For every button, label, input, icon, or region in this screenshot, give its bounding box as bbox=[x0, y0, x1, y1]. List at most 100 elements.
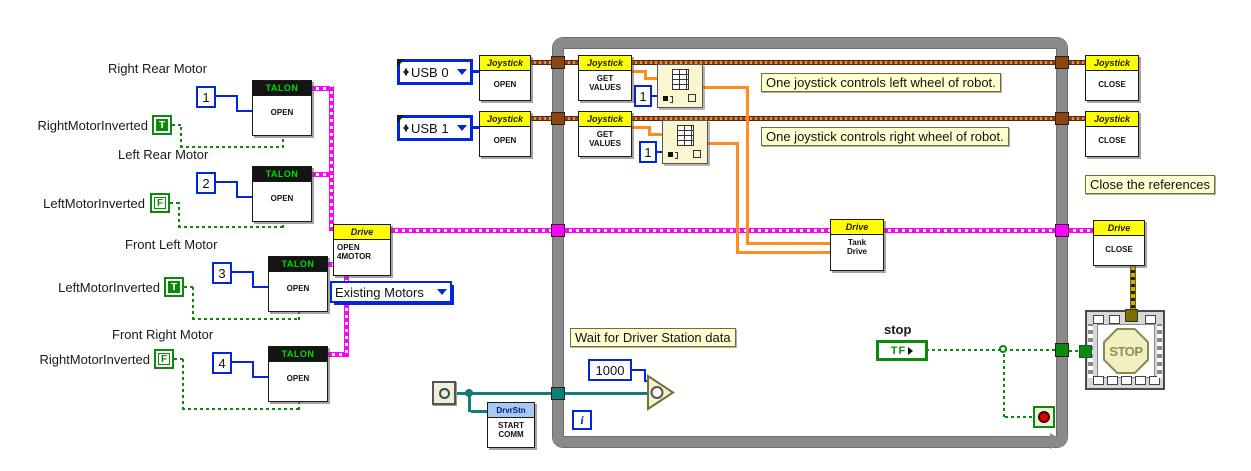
boolean-wire bbox=[298, 402, 300, 410]
numeric-wire bbox=[232, 361, 254, 363]
inverted-label: RightMotorInverted bbox=[39, 352, 150, 367]
usb-ring-value: USB 0 bbox=[411, 64, 449, 80]
comment-left-wheel: One joystick controls left wheel of robo… bbox=[761, 73, 1001, 92]
motor-label: Left Rear Motor bbox=[118, 147, 209, 162]
motor-channel-constant[interactable]: 1 bbox=[196, 86, 216, 108]
drive-tank-drive-vi[interactable]: Drive Tank Drive bbox=[830, 219, 884, 271]
usb-port-ring-1[interactable]: USB 1 bbox=[397, 115, 473, 141]
boolean-constant[interactable]: F bbox=[150, 193, 170, 213]
boolean-wire bbox=[178, 226, 284, 228]
joystick-close-vi[interactable]: Joystick CLOSE bbox=[1085, 55, 1139, 101]
boolean-wire bbox=[174, 358, 184, 360]
numeric-wire bbox=[236, 196, 252, 198]
comment-close-references: Close the references bbox=[1085, 175, 1215, 194]
motor-label: Right Rear Motor bbox=[108, 61, 207, 76]
stop-boolean-control[interactable]: TF bbox=[876, 340, 928, 361]
drive-open-4motor-vi[interactable]: Drive OPEN 4MOTOR bbox=[333, 224, 391, 276]
inverted-label: RightMotorInverted bbox=[37, 118, 148, 133]
drive-vi-header: Drive bbox=[1094, 221, 1144, 236]
axis-array-wire bbox=[648, 133, 662, 136]
boolean-constant[interactable]: F bbox=[154, 349, 174, 369]
talon-vi-header: TALON bbox=[253, 81, 311, 96]
occurrence-wire bbox=[565, 392, 648, 395]
index-array-node[interactable] bbox=[662, 120, 708, 164]
driver-station-start-comm-vi[interactable]: DrvrStn START COMM bbox=[487, 402, 535, 448]
boolean-wire bbox=[282, 222, 284, 228]
talon-open-vi[interactable]: TALON OPEN bbox=[252, 80, 312, 136]
drive-refnum-wire bbox=[1069, 228, 1093, 233]
loop-condition-terminal[interactable] bbox=[1033, 406, 1055, 428]
enum-arrows-icon bbox=[403, 124, 409, 132]
joystick-get-values-vi[interactable]: Joystick GET VALUES bbox=[578, 55, 632, 101]
axis-array-wire bbox=[746, 242, 830, 245]
index-array-node[interactable] bbox=[657, 64, 703, 108]
talon-open-vi[interactable]: TALON OPEN bbox=[252, 166, 312, 222]
axis-array-wire bbox=[632, 70, 646, 73]
boolean-wire bbox=[180, 146, 284, 148]
stop-if-true-icon bbox=[1038, 411, 1050, 423]
drive-refnum-wire bbox=[312, 172, 330, 177]
drive-refnum-wire bbox=[884, 228, 1055, 233]
iteration-terminal[interactable]: i bbox=[572, 410, 592, 430]
boolean-constant[interactable]: T bbox=[152, 115, 172, 135]
stop-vi[interactable]: STOP bbox=[1079, 309, 1165, 390]
talon-open-vi[interactable]: TALON OPEN bbox=[268, 256, 328, 312]
inverted-label: LeftMotorInverted bbox=[58, 280, 160, 295]
while-loop-border[interactable] bbox=[553, 38, 1067, 447]
drive-refnum-wire bbox=[565, 228, 830, 233]
film-perforation-icon bbox=[1093, 376, 1104, 385]
motor-channel-constant[interactable]: 3 bbox=[212, 262, 232, 284]
motor-channel-constant[interactable]: 2 bbox=[196, 172, 216, 194]
occurrence-icon bbox=[438, 387, 450, 399]
boolean-wire bbox=[172, 124, 182, 126]
axis-array-wire bbox=[746, 86, 749, 245]
boolean-constant[interactable]: T bbox=[164, 277, 184, 297]
drive-close-vi[interactable]: Drive CLOSE bbox=[1093, 220, 1145, 266]
joystick-refnum-wire bbox=[632, 60, 1055, 65]
wait-on-occurrence-icon[interactable] bbox=[646, 374, 676, 412]
motor-label: Front Right Motor bbox=[112, 327, 214, 342]
wait-ms-constant[interactable]: 1000 bbox=[588, 359, 632, 381]
usb-port-ring-0[interactable]: USB 0 bbox=[397, 59, 473, 85]
joystick-vi-header: Joystick bbox=[480, 56, 530, 71]
ring-corner-icon bbox=[397, 59, 405, 67]
numeric-wire bbox=[216, 95, 238, 97]
occurrence-wire bbox=[468, 394, 471, 412]
drive-refnum-wire bbox=[329, 86, 334, 231]
tunnel-stop-out bbox=[1055, 343, 1069, 357]
joystick-refnum-wire bbox=[531, 116, 551, 121]
numeric-wire bbox=[657, 151, 662, 153]
chevron-down-icon bbox=[457, 125, 467, 131]
film-edge-icon bbox=[1157, 324, 1162, 378]
axis-array-wire bbox=[736, 251, 830, 254]
index-constant[interactable]: 1 bbox=[639, 141, 657, 163]
motor-channel-constant[interactable]: 4 bbox=[212, 352, 232, 374]
joystick-vi-header: Joystick bbox=[1086, 112, 1138, 127]
numeric-wire bbox=[252, 286, 268, 288]
joystick-close-vi[interactable]: Joystick CLOSE bbox=[1085, 111, 1139, 157]
joystick-get-values-vi[interactable]: Joystick GET VALUES bbox=[578, 111, 632, 157]
motor-label: Front Left Motor bbox=[125, 237, 218, 252]
joystick-vi-header: Joystick bbox=[1086, 56, 1138, 71]
stop-sign-icon: STOP bbox=[1103, 328, 1149, 374]
joystick-open-vi[interactable]: Joystick OPEN bbox=[479, 55, 531, 101]
motor-config-ring[interactable]: Existing Motors bbox=[330, 281, 452, 303]
tunnel-drive-out bbox=[1055, 224, 1069, 237]
joystick-refnum-wire bbox=[531, 60, 551, 65]
talon-vi-header: TALON bbox=[253, 167, 311, 182]
index-constant[interactable]: 1 bbox=[634, 85, 652, 107]
tunnel-occurrence bbox=[551, 387, 565, 400]
talon-open-vi[interactable]: TALON OPEN bbox=[268, 346, 328, 402]
occurrence-constant[interactable] bbox=[432, 381, 456, 405]
numeric-wire bbox=[232, 271, 254, 273]
numeric-wire bbox=[216, 181, 238, 183]
stop-in-terminal bbox=[1079, 345, 1092, 358]
boolean-wire bbox=[182, 358, 184, 410]
numeric-wire bbox=[252, 376, 268, 378]
element-icon bbox=[688, 94, 696, 102]
joystick-refnum-wire bbox=[632, 116, 1055, 121]
joystick-open-vi[interactable]: Joystick OPEN bbox=[479, 111, 531, 157]
wire-junction-dot bbox=[999, 345, 1007, 353]
tunnel-joystick-2 bbox=[551, 112, 565, 125]
index-icon bbox=[663, 96, 673, 103]
